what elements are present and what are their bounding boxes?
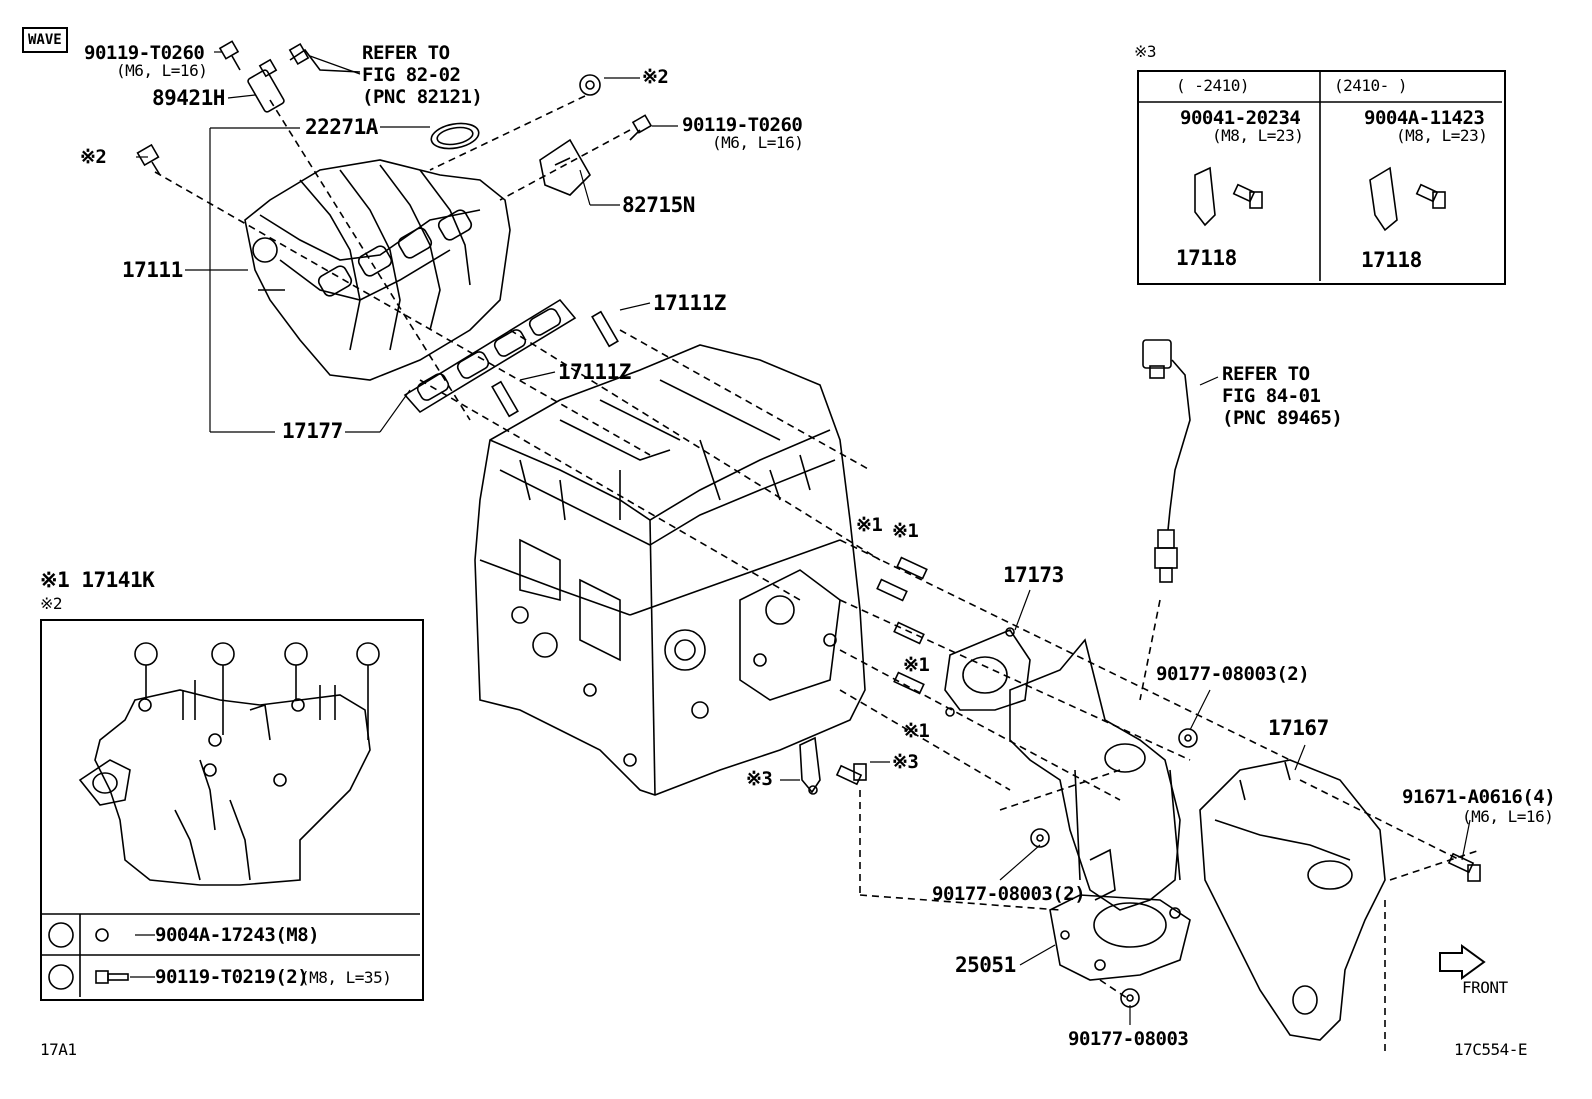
label-90119-mid-spec: (M6, L=16)	[712, 133, 804, 152]
label-82715N: 82715N	[622, 193, 695, 217]
nut-90177-c	[1120, 988, 1140, 1008]
bolt-90119-top	[218, 40, 241, 71]
box3-title: ※3	[1134, 42, 1157, 61]
box3-drawings	[1137, 70, 1502, 281]
label-note1-b: ※1	[892, 520, 919, 542]
label-90119-top: 90119-T0260	[84, 42, 205, 64]
stud-17111Z-b	[491, 380, 519, 418]
box1-table	[40, 619, 424, 1001]
label-refer1-line3: (PNC 82121)	[362, 86, 483, 108]
label-17167: 17167	[1268, 716, 1329, 740]
label-25051: 25051	[955, 953, 1016, 977]
box1-row1-part: 9004A-17243(M8)	[155, 924, 320, 946]
label-note3-bracket: ※3	[746, 768, 773, 790]
box1-title1: ※1 17141K	[40, 568, 155, 592]
cylinder-block	[474, 344, 866, 796]
bracket-82715N	[539, 138, 591, 196]
nut-90177-b	[1030, 828, 1050, 848]
bolt-note2-left	[136, 143, 161, 176]
box3-col1-spec: (M8, L=23)	[1212, 126, 1304, 145]
box3-col1-part: 90041-20234	[1180, 107, 1301, 129]
box1-row2-spec: (M8, L=35)	[300, 968, 392, 987]
label-refer2-line3: (PNC 89465)	[1222, 407, 1343, 429]
label-91671-spec: (M6, L=16)	[1462, 807, 1554, 826]
label-refer1-line2: FIG 82-02	[362, 64, 461, 86]
label-90119-top-spec: (M6, L=16)	[116, 61, 208, 80]
label-note3-bolt: ※3	[892, 751, 919, 773]
label-90177-2a: 90177-08003(2)	[1156, 663, 1310, 685]
label-note1-d: ※1	[903, 720, 930, 742]
label-footer-left: 17A1	[40, 1040, 77, 1059]
bolt-note3	[835, 763, 867, 786]
label-17177: 17177	[282, 419, 343, 443]
leader-lines	[130, 51, 1471, 1025]
box1-title2: ※2	[40, 594, 63, 613]
bolt-91671	[1447, 852, 1481, 882]
stud-note1-c	[893, 621, 925, 645]
label-refer1-line1: REFER TO	[362, 42, 450, 64]
label-17111: 17111	[122, 258, 183, 282]
label-17111Z-a: 17111Z	[653, 291, 726, 315]
box1-row2-part: 90119-T0219(2)	[155, 966, 309, 988]
label-17173: 17173	[1003, 563, 1064, 587]
sensor-89421H	[247, 42, 361, 113]
heat-insulator-17167	[1199, 759, 1386, 1041]
label-17111Z-b: 17111Z	[558, 360, 631, 384]
label-89421H: 89421H	[152, 86, 225, 110]
box3-col1-item: 17118	[1176, 246, 1237, 270]
stud-note1-d	[893, 671, 925, 695]
label-90177-2b: 90177-08003(2)	[932, 883, 1086, 905]
box3-col2-header: (2410- )	[1334, 76, 1408, 95]
box3-table	[1137, 70, 1506, 285]
label-note1-c: ※1	[903, 654, 930, 676]
wave-badge: WAVE	[22, 27, 68, 53]
label-90119-mid: 90119-T0260	[682, 114, 803, 136]
intake-manifold-17111	[244, 159, 511, 381]
label-22271A: 22271A	[305, 115, 378, 139]
assembly-lines	[154, 95, 1481, 1055]
nut-top	[579, 74, 601, 96]
gasket-22271A	[430, 122, 480, 150]
gasket-17177	[403, 298, 577, 414]
stud-note1-b	[876, 578, 908, 602]
label-front: FRONT	[1462, 978, 1508, 997]
exhaust-manifold-converter	[1009, 638, 1191, 981]
front-arrow-icon	[1439, 944, 1486, 980]
bolt-90119-mid	[629, 114, 653, 141]
label-note2-top: ※2	[642, 66, 669, 88]
label-note1-a: ※1	[856, 514, 883, 536]
label-refer2-line2: FIG 84-01	[1222, 385, 1321, 407]
bracket-17118-main	[799, 736, 821, 795]
label-91671: 91671-A0616(4)	[1402, 786, 1556, 808]
label-90177: 90177-08003	[1068, 1028, 1189, 1050]
stud-note1-a	[896, 556, 928, 580]
box3-col2-item: 17118	[1361, 248, 1422, 272]
box3-col1-header: ( -2410)	[1176, 76, 1250, 95]
label-refer2-line1: REFER TO	[1222, 363, 1310, 385]
stud-17111Z-a	[591, 310, 619, 348]
gasket-17173	[944, 627, 1031, 717]
box3-col2-part: 9004A-11423	[1364, 107, 1485, 129]
box3-col2-spec: (M8, L=23)	[1396, 126, 1488, 145]
oxygen-sensor	[1142, 339, 1191, 583]
nut-90177-a	[1178, 728, 1198, 748]
label-footer-right: 17C554-E	[1454, 1040, 1528, 1059]
box1-drawings	[40, 642, 420, 997]
label-note2-left: ※2	[80, 146, 107, 168]
